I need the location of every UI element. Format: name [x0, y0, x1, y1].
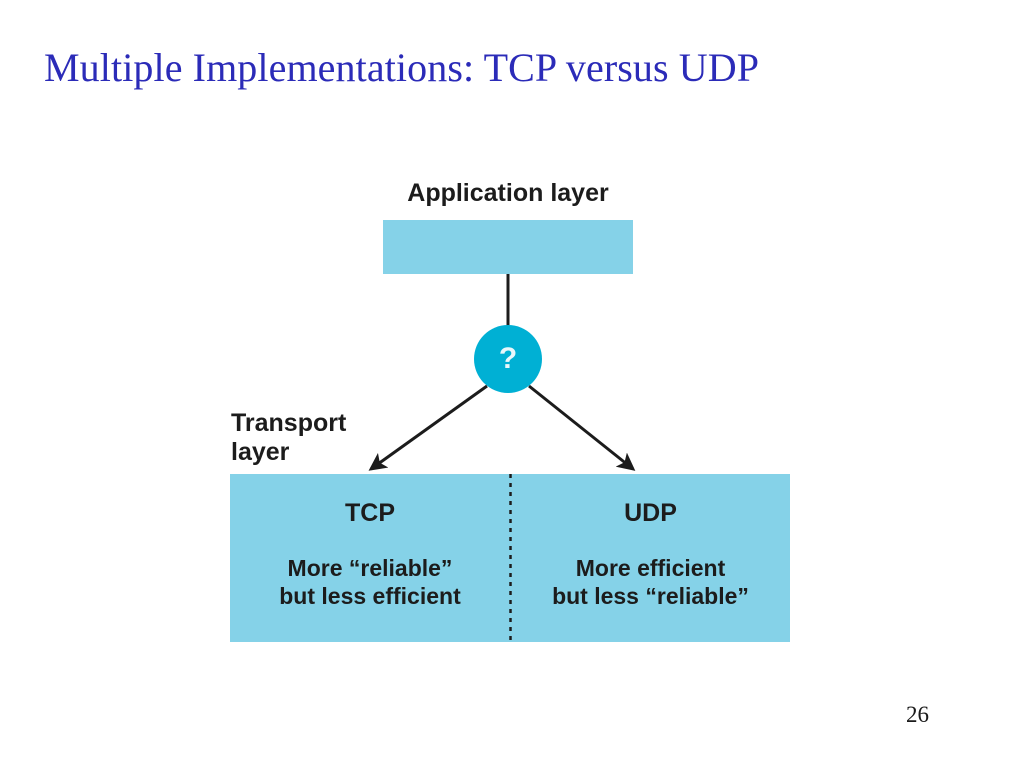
question-circle	[474, 325, 542, 393]
tcp-description-line2: but less efficient	[279, 583, 461, 609]
transport-layer-label-line1: Transport	[231, 409, 347, 437]
tcp-description: More “reliable”but less efficient	[230, 554, 510, 610]
connector-question-to-tcp	[368, 384, 488, 471]
question-mark-icon: ?	[498, 342, 518, 375]
tcp-description-line1: More “reliable”	[287, 555, 453, 581]
application-layer-label: Application layer	[407, 179, 609, 207]
transport-layer-label-line2: layer	[231, 438, 290, 466]
connector-question-to-udp	[528, 384, 636, 471]
page-title: Multiple Implementations: TCP versus UDP	[44, 45, 760, 90]
page-number: 26	[906, 702, 929, 727]
application-layer-box	[383, 220, 633, 274]
udp-heading: UDP	[624, 499, 677, 527]
udp-description-line1: More efficient	[575, 555, 726, 581]
udp-description-line2: but less “reliable”	[552, 583, 749, 609]
tcp-heading: TCP	[345, 499, 395, 527]
